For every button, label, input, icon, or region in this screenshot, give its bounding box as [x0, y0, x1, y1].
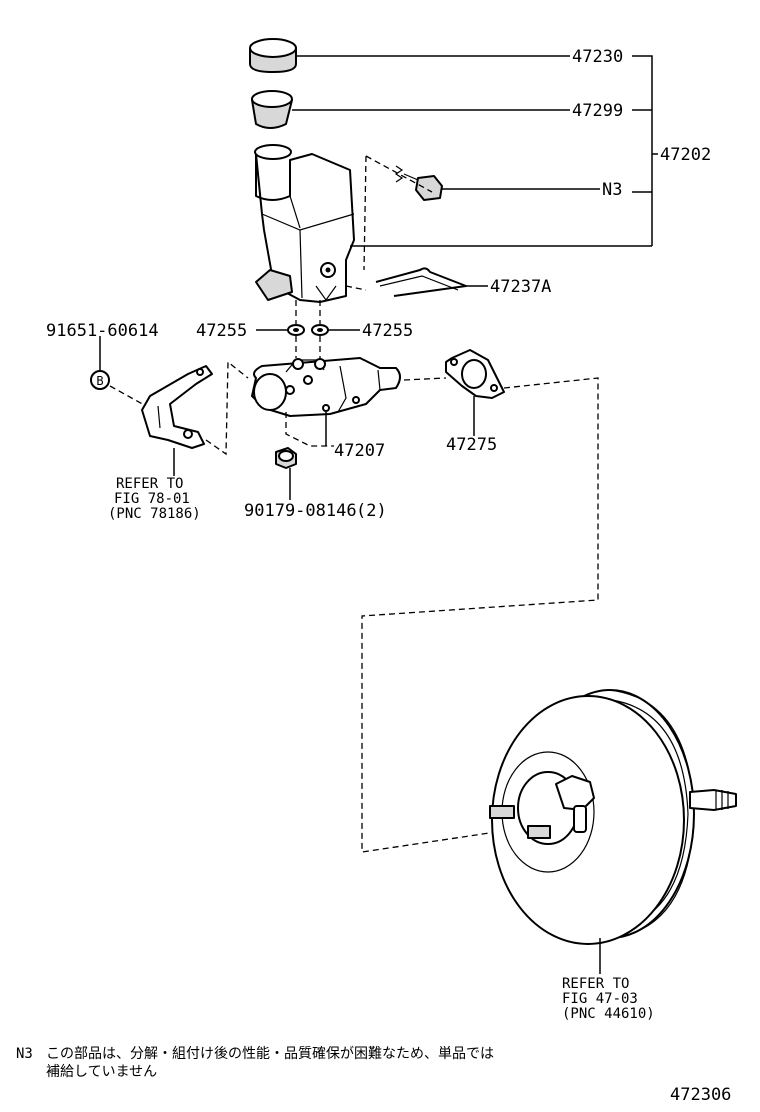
- label-n3: N3: [602, 180, 622, 200]
- figure-number: 472306: [670, 1085, 731, 1105]
- gasket[interactable]: [445, 349, 505, 399]
- refer-bracket-line3: (PNC 78186): [108, 506, 201, 522]
- label-cap: 47230: [572, 47, 623, 67]
- set-bracket: [632, 55, 653, 246]
- bolt-b[interactable]: [90, 370, 110, 390]
- refer-bracket-line2: FIG 78-01: [114, 491, 190, 507]
- refer-booster-line2: FIG 47-03: [562, 991, 638, 1007]
- label-pin: 47237A: [490, 277, 551, 297]
- label-grommet-right: 47255: [362, 321, 413, 341]
- label-gasket: 47275: [446, 435, 497, 455]
- note-code: N3: [16, 1046, 33, 1062]
- label-master-cylinder: 47207: [334, 441, 385, 461]
- label-nut-qty: (2): [356, 501, 387, 521]
- refer-bracket-line1: REFER TO: [116, 476, 183, 492]
- level-sensor[interactable]: [394, 165, 443, 201]
- reservoir-pin[interactable]: [375, 267, 467, 297]
- brake-booster[interactable]: [489, 689, 737, 945]
- note-line1: この部品は、分解・組付け後の性能・品質確保が困難なため、単品では: [46, 1046, 494, 1062]
- bracket[interactable]: [141, 365, 213, 449]
- label-strainer: 47299: [572, 101, 623, 121]
- label-reservoir-set: 47202: [660, 145, 711, 165]
- grommet-left[interactable]: [287, 324, 305, 336]
- nut[interactable]: [275, 447, 297, 469]
- reservoir-strainer[interactable]: [251, 90, 293, 129]
- label-nut: 90179-08146: [244, 501, 357, 521]
- reservoir-tank[interactable]: [254, 144, 355, 303]
- refer-booster-line1: REFER TO: [562, 976, 629, 992]
- bolt-symbol-letter: B: [96, 374, 103, 388]
- label-grommet-left: 47255: [196, 321, 247, 341]
- master-cylinder[interactable]: [251, 357, 401, 417]
- refer-booster-line3: (PNC 44610): [562, 1006, 655, 1022]
- note-line2: 補給していません: [46, 1064, 157, 1080]
- grommet-right[interactable]: [311, 324, 329, 336]
- label-bracket-bolt: 91651-60614: [46, 321, 159, 341]
- alignment-dash: [361, 377, 599, 853]
- reservoir-cap[interactable]: [249, 38, 297, 73]
